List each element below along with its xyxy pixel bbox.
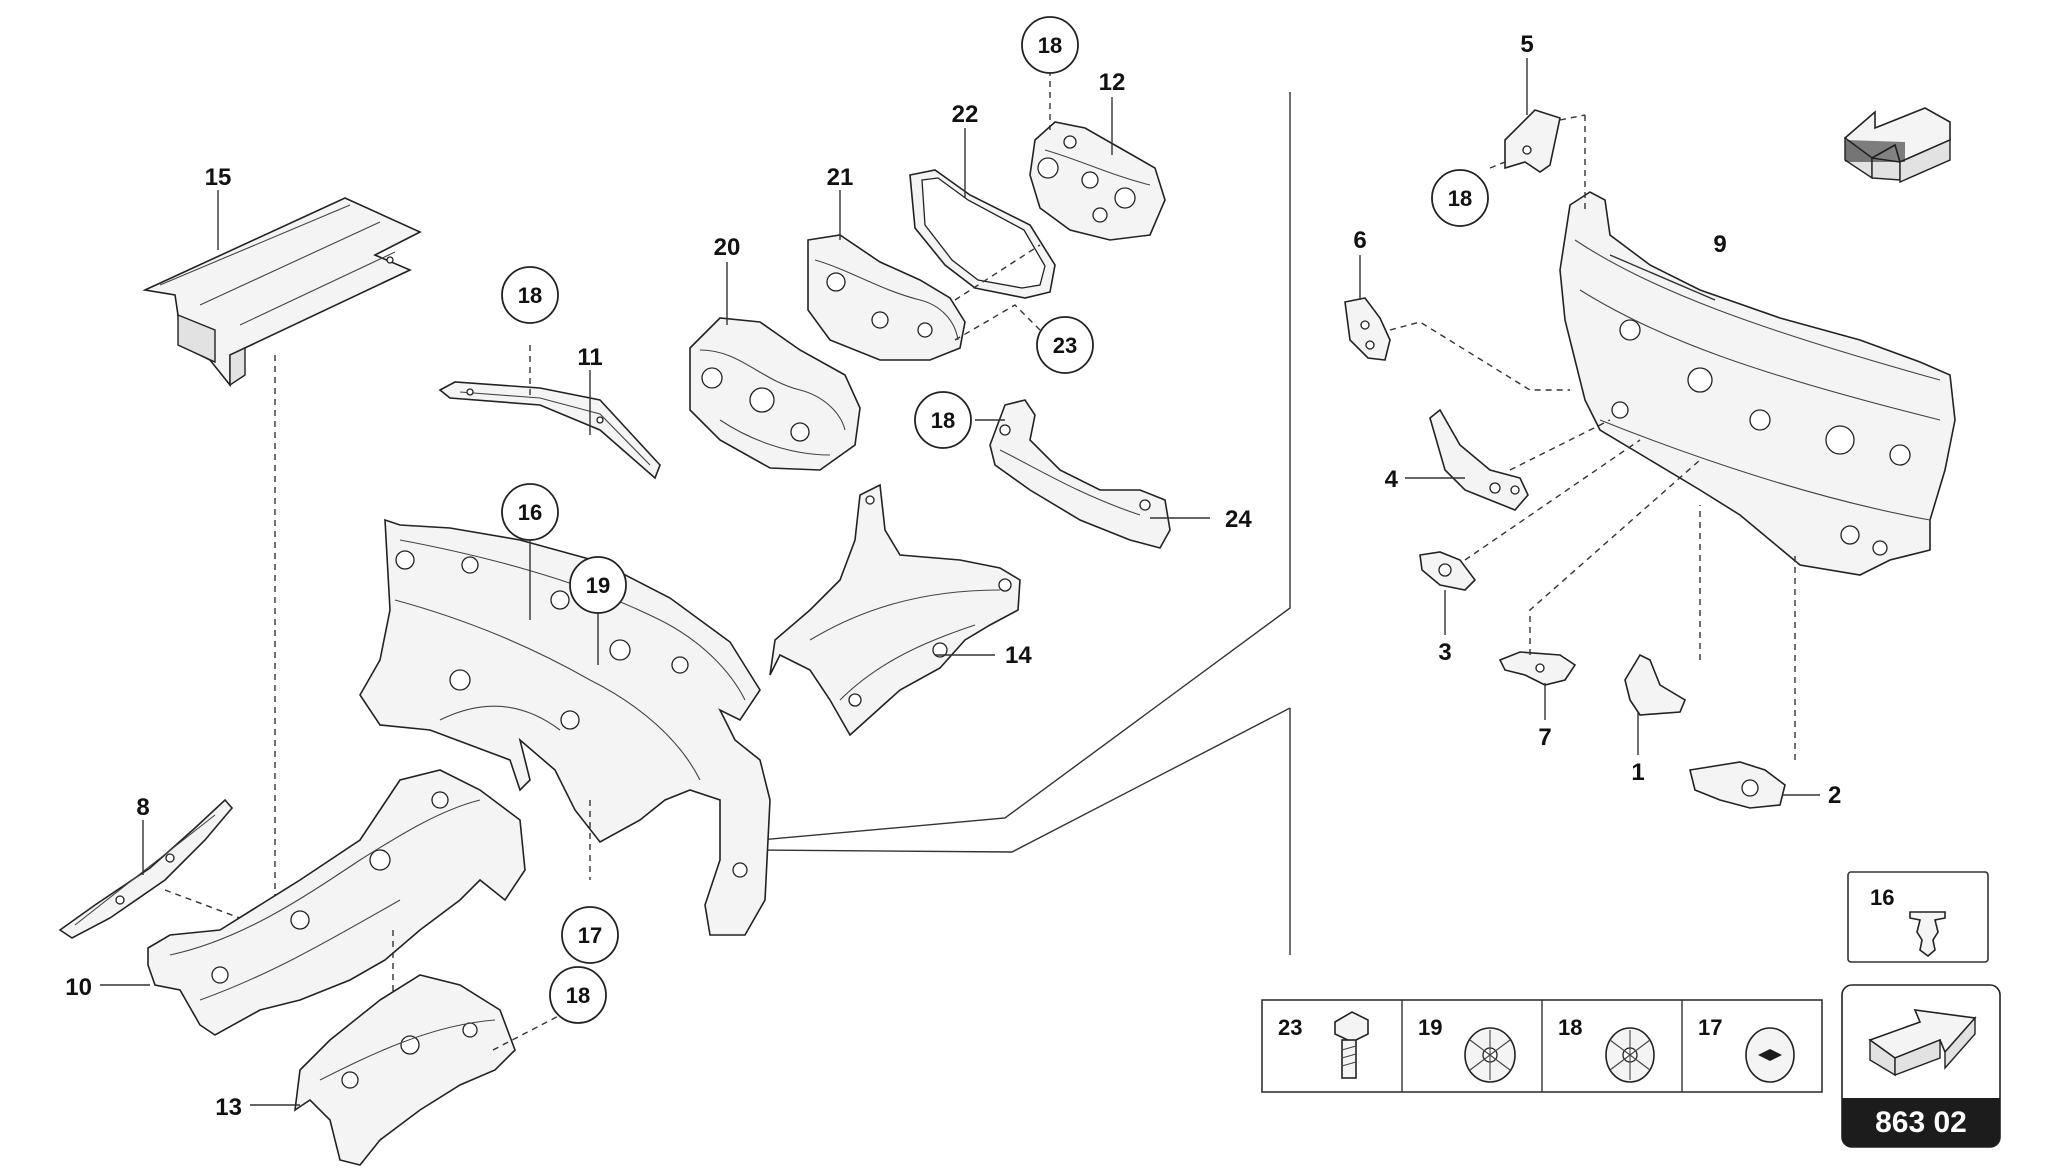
legend-fastener-19[interactable]: 19 — [1418, 1015, 1516, 1083]
callout-19[interactable]: 19 — [569, 556, 627, 614]
part-24[interactable] — [989, 399, 1171, 549]
part-5[interactable] — [1504, 109, 1561, 173]
fastener-legend-table: 23 19 18 — [1261, 999, 1823, 1093]
callout-16[interactable]: 16 — [501, 483, 559, 541]
svg-text:19: 19 — [586, 573, 610, 598]
part-12[interactable] — [1029, 121, 1166, 241]
part-8[interactable] — [58, 798, 234, 939]
callout-18-tunnel[interactable]: 18 — [549, 966, 607, 1024]
legend-fastener-23[interactable]: 23 — [1278, 1011, 1369, 1079]
part-9[interactable] — [1559, 191, 1956, 576]
svg-text:18: 18 — [518, 283, 542, 308]
legend-clip-16[interactable]: 16 — [1847, 871, 1989, 963]
label-14: 14 — [1005, 642, 1032, 669]
part-4[interactable] — [1429, 408, 1529, 511]
label-4: 4 — [1385, 466, 1399, 493]
svg-text:23: 23 — [1278, 1015, 1302, 1040]
diagram-code: 863 02 — [1875, 1106, 1967, 1139]
part-11[interactable] — [438, 381, 661, 480]
svg-text:18: 18 — [1558, 1015, 1582, 1040]
part-22[interactable] — [909, 169, 1056, 299]
svg-text:17: 17 — [578, 923, 602, 948]
svg-text:18: 18 — [1448, 186, 1472, 211]
svg-text:16: 16 — [518, 500, 542, 525]
push-nut-icon — [1605, 1027, 1655, 1083]
label-3: 3 — [1438, 639, 1451, 666]
svg-text:18: 18 — [1038, 33, 1062, 58]
svg-text:16: 16 — [1870, 885, 1894, 910]
label-13: 13 — [215, 1094, 242, 1121]
part-13[interactable] — [293, 974, 516, 1166]
clip-16-icon — [1909, 911, 1946, 958]
callout-18-top[interactable]: 18 — [1021, 16, 1079, 74]
callout-18-strip[interactable]: 18 — [501, 266, 559, 324]
part-firewall-insulation[interactable] — [359, 518, 771, 936]
label-9: 9 — [1713, 231, 1726, 258]
label-2: 2 — [1828, 782, 1841, 809]
svg-text:17: 17 — [1698, 1015, 1722, 1040]
bolt-icon — [1334, 1011, 1369, 1079]
label-7: 7 — [1538, 724, 1551, 751]
part-7[interactable] — [1498, 651, 1577, 686]
part-14[interactable] — [769, 483, 1021, 737]
part-labels: 15 11 20 21 22 12 24 14 8 10 13 5 6 9 4 … — [65, 31, 1841, 1121]
part-21[interactable] — [807, 234, 966, 361]
legend-fastener-17[interactable]: 17 — [1698, 1015, 1795, 1083]
arrow-icon — [1868, 1009, 1977, 1077]
label-8: 8 — [136, 794, 149, 821]
callout-17[interactable]: 17 — [561, 906, 619, 964]
svg-text:19: 19 — [1418, 1015, 1442, 1040]
callout-18-right[interactable]: 18 — [1431, 169, 1489, 227]
label-11: 11 — [577, 344, 602, 371]
label-21: 21 — [827, 164, 854, 191]
legend-fastener-18[interactable]: 18 — [1558, 1015, 1655, 1083]
svg-text:23: 23 — [1053, 333, 1077, 358]
divider-lines — [759, 92, 1291, 955]
label-10: 10 — [65, 974, 92, 1001]
svg-text:18: 18 — [566, 983, 590, 1008]
label-24: 24 — [1225, 506, 1252, 533]
label-6: 6 — [1353, 227, 1366, 254]
callout-18-bracket[interactable]: 18 — [914, 391, 972, 449]
callout-23[interactable]: 23 — [1036, 316, 1094, 374]
part-10[interactable] — [147, 769, 526, 1036]
part-20[interactable] — [689, 317, 861, 471]
label-20: 20 — [714, 234, 741, 261]
label-22: 22 — [952, 101, 979, 128]
next-diagram-button[interactable]: 863 02 — [1841, 984, 2001, 1148]
direction-arrow-icon — [1843, 107, 1951, 184]
part-6[interactable] — [1344, 297, 1391, 361]
label-5: 5 — [1520, 31, 1533, 58]
label-1: 1 — [1631, 759, 1644, 786]
part-3[interactable] — [1419, 551, 1477, 591]
part-1[interactable] — [1624, 653, 1687, 716]
svg-text:18: 18 — [931, 408, 955, 433]
push-nut-icon — [1464, 1027, 1516, 1083]
label-12: 12 — [1099, 69, 1126, 96]
part-15[interactable] — [142, 197, 422, 388]
part-2[interactable] — [1689, 761, 1786, 809]
label-15: 15 — [205, 164, 232, 191]
clip-washer-icon — [1745, 1027, 1795, 1083]
